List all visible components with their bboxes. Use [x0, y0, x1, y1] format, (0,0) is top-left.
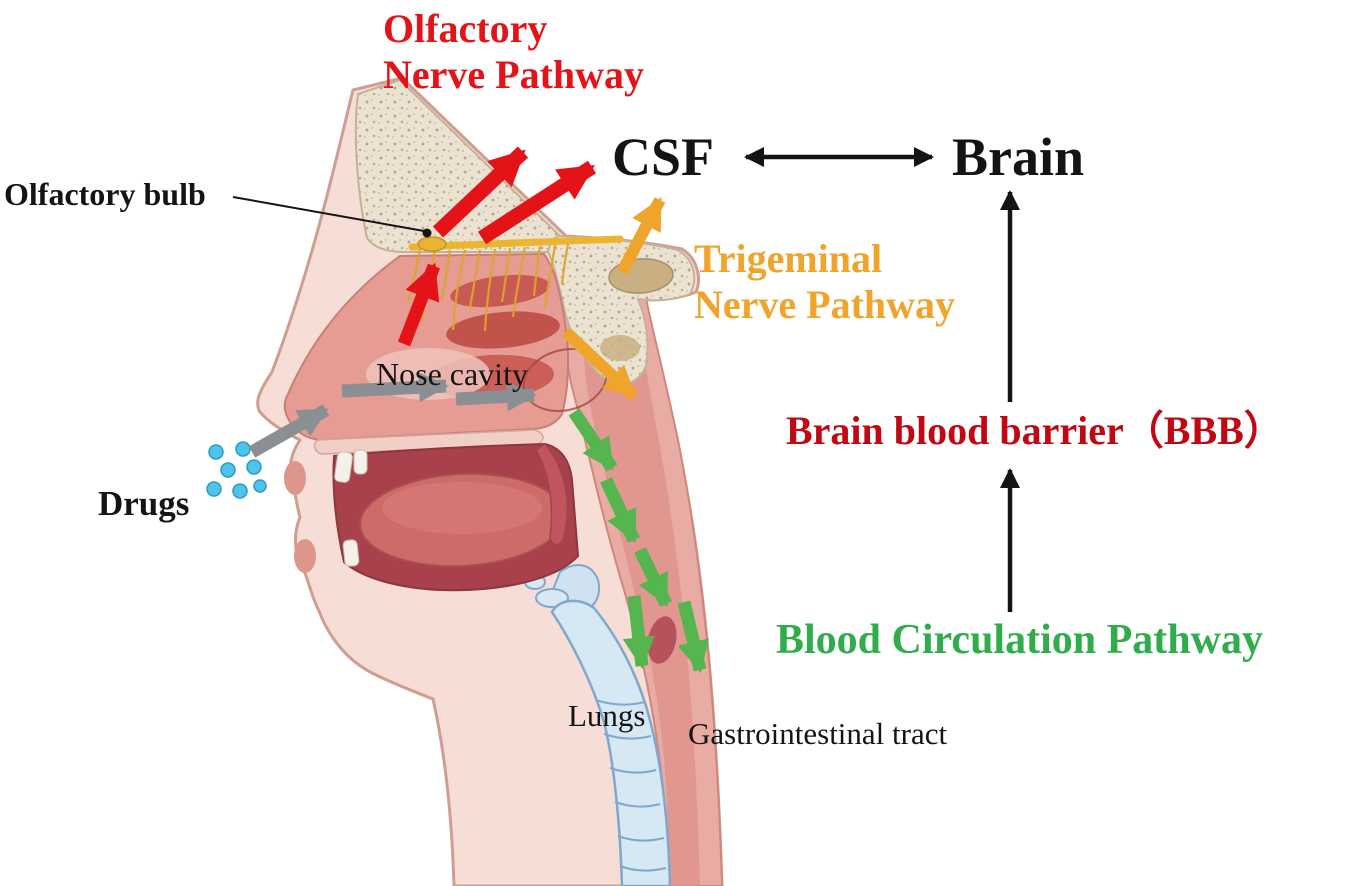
upper-tooth: [353, 449, 368, 475]
circulation-arrow-2: [600, 477, 640, 543]
trigeminal-arrow-up: [616, 197, 666, 275]
mouth: [284, 442, 580, 592]
olfactory-nerves: [406, 235, 624, 332]
circulation-arrow-gi: [677, 600, 709, 674]
olfactory-arrow-csf-2: [477, 160, 597, 245]
lower-tooth: [342, 539, 360, 567]
olfactory-bulb-shape: [417, 236, 447, 252]
trigeminal-pathway-label: Trigeminal Nerve Pathway: [694, 236, 956, 328]
csf-label: CSF: [612, 127, 715, 187]
uvula: [534, 442, 569, 546]
lungs-label: Lungs: [568, 698, 646, 733]
gastrointestinal-tract-label: Gastrointestinal tract: [688, 716, 948, 751]
olfactory-pathway-label: Olfactory Nerve Pathway: [383, 6, 645, 98]
drugs-label: Drugs: [98, 484, 190, 523]
olfactory-arrow-nasal: [397, 262, 441, 347]
turbinate: [446, 311, 560, 349]
circulation-arrow-1: [568, 408, 618, 472]
brain-label: Brain: [952, 127, 1085, 187]
olfactory-bulb-label: Olfactory bulb: [4, 176, 206, 212]
trachea-rings: [595, 699, 667, 872]
trachea: [524, 564, 672, 886]
upper-tooth: [334, 451, 353, 483]
trigeminal-arrow-down: [561, 327, 639, 401]
upper-lip: [284, 461, 306, 495]
blood-circulation-label: Blood Circulation Pathway: [776, 617, 1263, 663]
trigeminal-arrows: [561, 197, 666, 401]
brain-blood-barrier-label: Brain blood barrier（BBB）: [786, 408, 1284, 453]
lower-lip: [294, 539, 316, 573]
olfactory-arrows: [397, 146, 597, 347]
circulation-arrows: [568, 408, 709, 674]
inhalation-arrow-3: [455, 381, 537, 412]
circulation-arrow-lungs: [622, 595, 655, 670]
olfactory-arrow-csf-1: [432, 146, 529, 238]
nose-cavity-label: Nose cavity: [376, 356, 528, 392]
inhalation-arrows: [248, 372, 537, 458]
circulation-arrow-3: [634, 547, 672, 607]
esophagus-opening: [647, 616, 677, 664]
drug-particles: [206, 441, 267, 499]
inhalation-arrow-2: [341, 372, 449, 403]
inhalation-arrow-1: [248, 404, 330, 458]
olfactory-bulb-pointer: [232, 196, 432, 238]
